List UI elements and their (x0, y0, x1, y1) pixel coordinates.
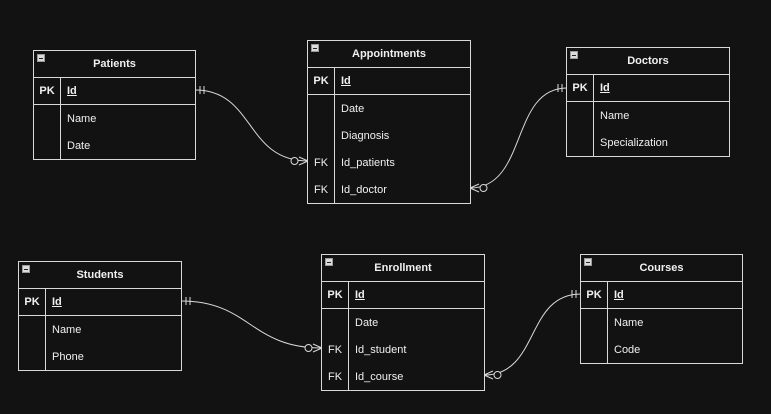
field-name: Id (67, 85, 77, 97)
entity-header[interactable]: Enrollment (322, 255, 484, 282)
table-row[interactable]: Phone (19, 343, 181, 370)
entity-appointments[interactable]: Appointments PK Id Date Diagnosis FK Id_pa… (307, 40, 471, 204)
entity-title: Appointments (352, 48, 426, 60)
field-name: Id_student (355, 343, 407, 356)
entity-title: Enrollment (374, 262, 432, 274)
collapse-icon[interactable] (584, 258, 592, 266)
table-row[interactable]: Date (322, 309, 484, 336)
table-row[interactable]: Name (34, 105, 195, 132)
field-name: Id (614, 289, 624, 301)
field-name: Code (614, 343, 641, 356)
entity-header[interactable]: Courses (581, 255, 742, 282)
entity-header[interactable]: Students (19, 262, 181, 289)
field-name: Date (341, 102, 365, 115)
field-name: Id (52, 296, 62, 308)
collapse-icon[interactable] (325, 258, 333, 266)
key-cell (19, 316, 46, 343)
key-cell: PK (19, 289, 46, 315)
entity-enrollment[interactable]: Enrollment PK Id Date FK Id_student FK Id_c… (321, 254, 485, 391)
field-name: Name (52, 323, 82, 336)
collapse-icon[interactable] (570, 51, 578, 59)
field-name: Id (600, 82, 610, 94)
field-name: Diagnosis (341, 129, 390, 142)
key-cell (322, 309, 349, 336)
table-row[interactable]: PK Id (581, 282, 742, 309)
key-cell (308, 122, 335, 149)
table-row[interactable]: Date (308, 95, 470, 122)
key-cell: PK (581, 282, 608, 308)
field-name: Date (67, 139, 91, 152)
key-cell (567, 129, 594, 156)
key-cell: FK (308, 176, 335, 203)
table-row[interactable]: FK Id_student (322, 336, 484, 363)
key-cell: FK (322, 363, 349, 390)
relationship-students-enrollment[interactable] (180, 297, 323, 353)
table-row[interactable]: FK Id_patients (308, 149, 470, 176)
table-row[interactable]: Name (581, 309, 742, 336)
field-name: Date (355, 316, 379, 329)
field-name: Specialization (600, 136, 668, 149)
table-row[interactable]: FK Id_course (322, 363, 484, 390)
key-cell: PK (308, 68, 335, 94)
entity-students[interactable]: Students PK Id Name Phone (18, 261, 182, 371)
field-name: Id_course (355, 370, 404, 383)
field-name: Name (67, 112, 97, 125)
relationship-patients-appointments[interactable] (194, 86, 309, 166)
key-cell: FK (308, 149, 335, 176)
key-cell: PK (34, 78, 61, 104)
table-row[interactable]: PK Id (308, 68, 470, 95)
entity-doctors[interactable]: Doctors PK Id Name Specialization (566, 47, 730, 157)
entity-patients[interactable]: Patients PK Id Name Date (33, 50, 196, 160)
table-row[interactable]: Code (581, 336, 742, 363)
entity-header[interactable]: Doctors (567, 48, 729, 75)
key-cell: PK (322, 282, 349, 308)
table-row[interactable]: PK Id (19, 289, 181, 316)
entity-header[interactable]: Patients (34, 51, 195, 78)
field-name: Id_doctor (341, 183, 387, 196)
key-cell (19, 343, 46, 370)
field-name: Phone (52, 350, 84, 363)
table-row[interactable]: Name (567, 102, 729, 129)
relationship-doctors-appointments[interactable] (469, 84, 568, 193)
field-name: Id (341, 75, 351, 87)
key-cell: FK (322, 336, 349, 363)
entity-header[interactable]: Appointments (308, 41, 470, 68)
entity-title: Doctors (627, 55, 669, 67)
entity-title: Courses (639, 262, 684, 274)
field-name: Name (600, 109, 630, 122)
key-cell (581, 336, 608, 363)
table-row[interactable]: FK Id_doctor (308, 176, 470, 203)
key-cell (567, 102, 594, 129)
collapse-icon[interactable] (311, 44, 319, 52)
key-cell (308, 95, 335, 122)
field-name: Id (355, 289, 365, 301)
relationship-courses-enrollment[interactable] (483, 290, 582, 380)
collapse-icon[interactable] (37, 54, 45, 62)
key-cell (34, 132, 61, 159)
table-row[interactable]: Diagnosis (308, 122, 470, 149)
key-cell (581, 309, 608, 336)
entity-title: Patients (93, 58, 136, 70)
entity-title: Students (76, 269, 124, 281)
field-name: Id_patients (341, 156, 395, 169)
collapse-icon[interactable] (22, 265, 30, 273)
table-row[interactable]: PK Id (34, 78, 195, 105)
entity-courses[interactable]: Courses PK Id Name Code (580, 254, 743, 364)
table-row[interactable]: Name (19, 316, 181, 343)
table-row[interactable]: Specialization (567, 129, 729, 156)
field-name: Name (614, 316, 644, 329)
table-row[interactable]: PK Id (567, 75, 729, 102)
table-row[interactable]: Date (34, 132, 195, 159)
table-row[interactable]: PK Id (322, 282, 484, 309)
key-cell (34, 105, 61, 132)
key-cell: PK (567, 75, 594, 101)
